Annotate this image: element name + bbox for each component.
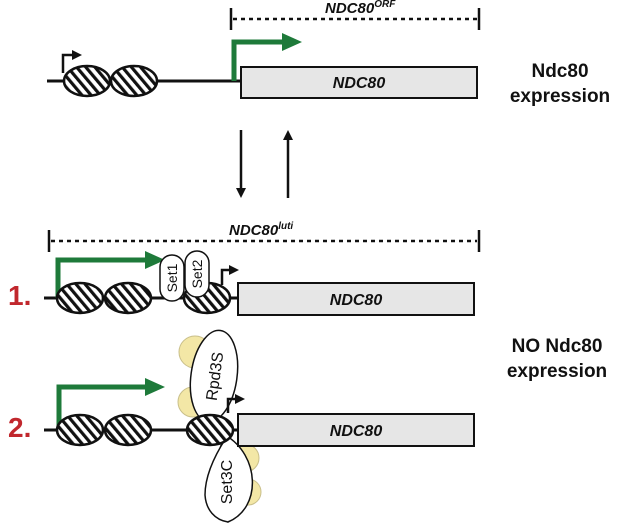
- svg-text:Set3C: Set3C: [219, 460, 236, 504]
- state-2: 2. Rpd3S Set3C: [8, 329, 475, 523]
- nucleosome-icon: [109, 64, 159, 98]
- svg-text:Set1: Set1: [164, 263, 180, 292]
- set3c-complex: Set3C: [204, 433, 262, 523]
- set2-complex: Set2: [184, 250, 210, 298]
- no-expression-label-line2: expression: [507, 361, 607, 382]
- nucleosome-icon: [55, 281, 105, 315]
- state-2-number: 2.: [8, 412, 31, 443]
- ndc80-gene-label-2: NDC80: [330, 423, 383, 440]
- nucleosome-icon: [55, 413, 105, 447]
- svg-text:Set2: Set2: [189, 259, 205, 288]
- state-1-number: 1.: [8, 280, 31, 311]
- nucleosome-icon: [62, 64, 112, 98]
- ndc80-gene-label-1: NDC80: [330, 292, 383, 309]
- ndc80-gene-label: NDC80: [333, 75, 386, 92]
- rpd3s-complex: Rpd3S: [177, 329, 239, 423]
- ndc80-gene-box-1: [237, 282, 475, 316]
- orf-label: NDC80ORF: [325, 0, 396, 17]
- orf-transcript-arrow: [231, 33, 302, 81]
- promoter-arrow-top-icon: [61, 50, 82, 73]
- luti-transcript-arrow-2: [56, 378, 165, 430]
- ndc80-gene-box-2: [237, 413, 475, 447]
- no-expression-label-line1: NO Ndc80: [512, 336, 603, 357]
- orf-promoter-arrow-2-icon: [226, 394, 245, 413]
- switch-arrows: [236, 130, 293, 198]
- luti-bracket: [47, 230, 481, 252]
- svg-text:Rpd3S: Rpd3S: [204, 351, 228, 402]
- set1-complex: Set1: [159, 254, 185, 302]
- ndc80-gene-box: [240, 66, 478, 99]
- bottom-panel: NDC80luti 1. Set1 Set2: [8, 221, 607, 523]
- top-panel: NDC80ORF NDC80 Ndc80 expression: [47, 0, 610, 107]
- nucleosome-icon: [103, 281, 153, 315]
- luti-transcript-arrow-1: [55, 251, 165, 298]
- expression-label-line1: Ndc80: [531, 61, 588, 82]
- luti-label: NDC80luti: [229, 221, 293, 239]
- state-1: 1. Set1 Set2 NDC80: [8, 250, 475, 316]
- expression-label-line2: expression: [510, 86, 610, 107]
- orf-promoter-arrow-1-icon: [220, 265, 239, 285]
- orf-bracket: [229, 8, 481, 30]
- nucleosome-icon: [185, 413, 235, 447]
- nucleosome-icon: [103, 413, 153, 447]
